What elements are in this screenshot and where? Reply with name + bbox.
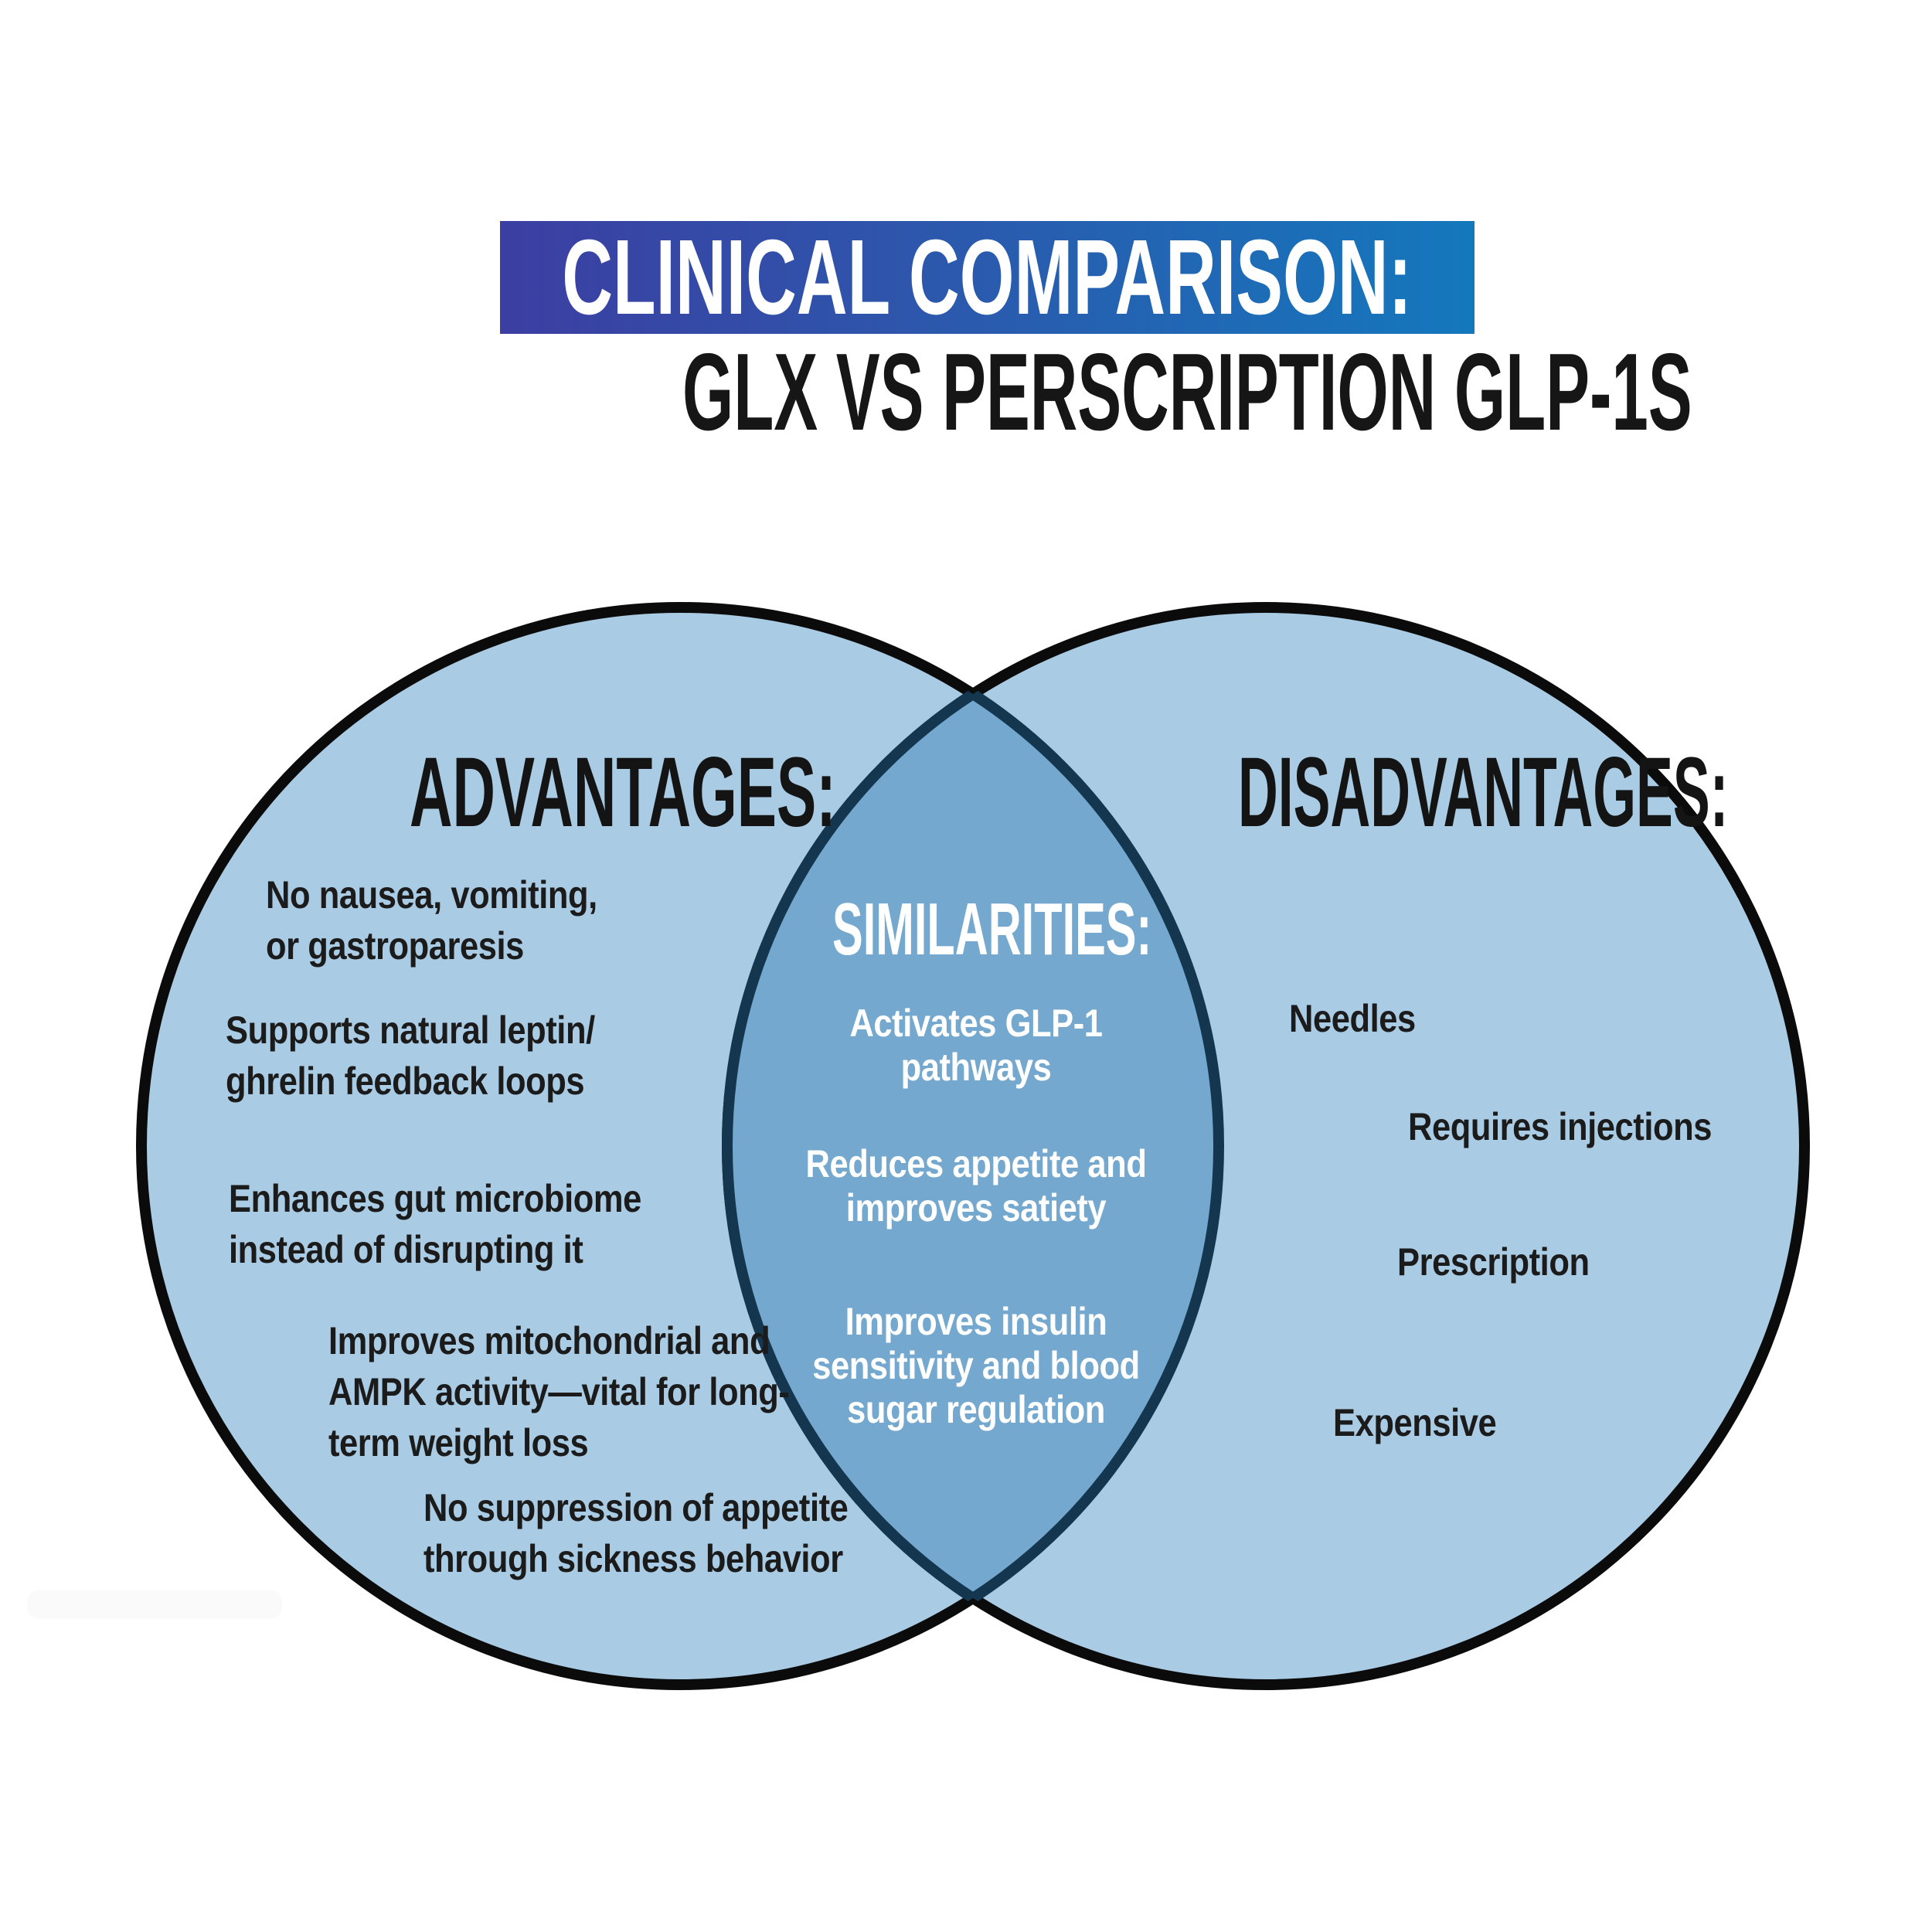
disadvantage-item: Requires injections <box>1408 1105 1713 1148</box>
similarity-item: Activates GLP-1 pathways <box>849 1002 1103 1089</box>
disadvantage-item: Needles <box>1289 997 1416 1040</box>
similarities-heading: SIMILARITIES: <box>832 888 1152 971</box>
title-text: CLINICAL COMPARISON: <box>562 218 1413 337</box>
background-smudge <box>27 1590 282 1618</box>
similarity-item: Reduces appetite and improves satiety <box>805 1142 1147 1230</box>
advantage-item: Enhances gut microbiome instead of disru… <box>229 1177 641 1271</box>
overlap-lens <box>722 607 1219 1685</box>
advantage-item: Improves mitochondrial and AMPK activity… <box>328 1319 790 1464</box>
similarity-item: Improves insulin sensitivity and blood s… <box>812 1300 1140 1431</box>
disadvantages-heading: DISADVANTAGES: <box>1238 737 1729 848</box>
title-band: CLINICAL COMPARISON: <box>500 221 1475 334</box>
disadvantage-item: Prescription <box>1397 1240 1590 1284</box>
overlap-right-arc <box>727 607 1224 1685</box>
advantages-heading: ADVANTAGES: <box>410 737 836 848</box>
advantage-item: Supports natural leptin/ ghrelin feedbac… <box>226 1009 595 1103</box>
disadvantage-item: Expensive <box>1333 1401 1497 1444</box>
advantage-item: No nausea, vomiting, or gastroparesis <box>266 873 597 968</box>
advantage-item: No suppression of appetite through sickn… <box>423 1486 849 1580</box>
